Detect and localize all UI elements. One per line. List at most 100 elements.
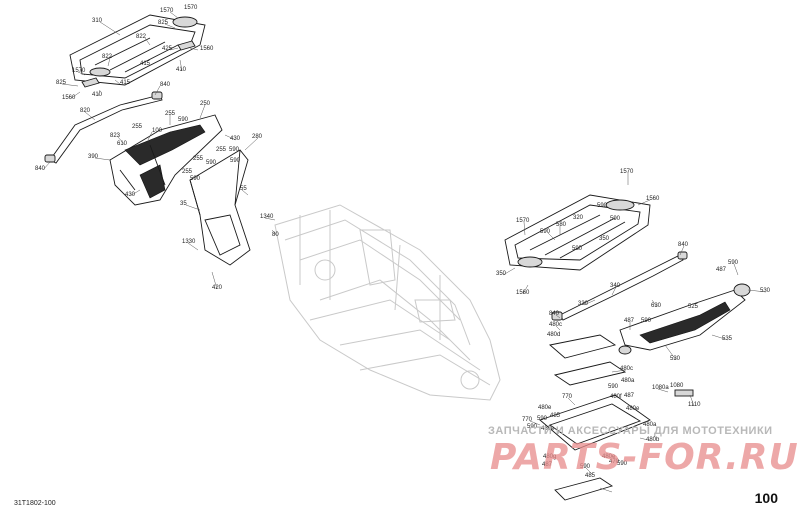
part-label: 1340	[260, 214, 274, 220]
part-label: 840	[549, 311, 560, 317]
part-label: 255	[165, 111, 176, 117]
part-label: 770	[522, 417, 533, 423]
part-label: 823	[110, 133, 121, 139]
part-label: 825	[158, 20, 169, 26]
part-label: 35	[180, 201, 187, 207]
part-label: 822	[136, 34, 147, 40]
part-label: 470	[609, 459, 620, 465]
floor-plates	[539, 334, 694, 501]
part-label: 390	[88, 154, 99, 160]
part-label: 590	[580, 464, 591, 470]
part-label: 590	[572, 246, 583, 252]
part-label: 1570	[620, 169, 634, 175]
rear-fascia	[618, 283, 751, 355]
part-label: 250	[200, 101, 211, 107]
part-label: 487	[716, 267, 727, 273]
front-lower-bracket	[189, 149, 251, 266]
part-label: 480e	[602, 454, 616, 460]
part-label: 822	[102, 54, 113, 60]
part-label: 525	[688, 304, 699, 310]
part-label: 820	[80, 108, 91, 114]
part-labels: 310 1570 825 1570 822 1560 822 425 410 4…	[35, 5, 771, 493]
part-label: 590	[617, 461, 628, 467]
part-label: 480e	[538, 405, 552, 411]
part-label: 590	[597, 203, 608, 209]
part-label: 480c	[549, 322, 562, 328]
part-label: 590	[641, 318, 652, 324]
rear-rack	[504, 194, 651, 271]
part-label: 590	[608, 384, 619, 390]
front-bumper-tube	[44, 91, 163, 164]
part-label: 310	[92, 18, 103, 24]
part-label: 480a	[643, 422, 657, 428]
part-label: 825	[56, 80, 67, 86]
part-label: 1080	[670, 383, 684, 389]
part-label: 480d	[547, 332, 560, 338]
part-label: 590	[537, 416, 548, 422]
part-label: 770	[562, 394, 573, 400]
part-label: 840	[35, 166, 46, 172]
part-label: 535	[722, 336, 733, 342]
part-label: 255	[216, 147, 227, 153]
part-label: 425	[162, 46, 173, 52]
part-label: 420	[212, 285, 223, 291]
part-label: 1080a	[652, 385, 669, 391]
diagram-reference-code: 31T1802-100	[14, 500, 56, 507]
part-label: 340	[610, 283, 621, 289]
part-label: 1570	[516, 218, 530, 224]
part-label: 1570	[72, 68, 86, 74]
part-label: 410	[92, 92, 103, 98]
part-label: 485	[550, 413, 561, 419]
part-label: 415	[140, 61, 151, 67]
part-label: 590	[178, 117, 189, 123]
part-label: 255	[132, 124, 143, 130]
part-label: 320	[573, 215, 584, 221]
part-label: 590	[610, 216, 621, 222]
part-label: 480g	[543, 454, 556, 460]
watermark-tagline: ЗАПЧАСТИ И АКСЕССУАРЫ ДЛЯ МОТОТЕХНИКИ	[488, 425, 773, 437]
part-label: 415	[120, 80, 131, 86]
part-label: 1570	[160, 8, 174, 14]
part-label: 1110	[688, 402, 701, 408]
part-label: 55	[240, 186, 247, 192]
part-label: 590	[728, 260, 739, 266]
part-label: 590	[229, 147, 240, 153]
part-label: 100	[152, 128, 163, 134]
main-frame-ghost	[274, 204, 501, 401]
part-label: 480f	[610, 394, 622, 400]
part-label: 1330	[182, 239, 196, 245]
part-label: 480c	[620, 366, 633, 372]
part-label: 480b	[646, 437, 660, 443]
part-label: 487	[542, 462, 553, 468]
front-fascia	[109, 114, 223, 206]
part-label: 840	[678, 242, 689, 248]
part-label: 1560	[200, 46, 214, 52]
part-label: 255	[182, 169, 193, 175]
part-label: 590	[206, 160, 217, 166]
watermark-logo: PARTS-FOR.RU	[490, 437, 799, 478]
part-label: 1560	[646, 196, 660, 202]
part-label: 480e	[626, 406, 640, 412]
part-label: 430	[230, 136, 241, 142]
part-label: 487	[624, 393, 635, 399]
part-label: 840	[160, 82, 171, 88]
part-label: 255	[193, 156, 204, 162]
part-label: 590	[230, 158, 241, 164]
part-label: 1560	[516, 290, 530, 296]
page-number: 100	[754, 490, 778, 506]
part-label: 480e	[541, 426, 555, 432]
part-label: 480a	[621, 378, 635, 384]
part-label: 610	[117, 141, 128, 147]
part-label: 590	[527, 424, 538, 430]
part-label: 590	[540, 229, 551, 235]
front-rack	[69, 14, 206, 88]
part-label: 350	[496, 271, 507, 277]
part-label: 430	[125, 192, 136, 198]
part-label: 487	[624, 318, 635, 324]
part-label: 330	[578, 301, 589, 307]
part-label: 350	[599, 236, 610, 242]
part-label: 410	[176, 67, 187, 73]
part-label: 280	[252, 134, 263, 140]
part-label: 485	[585, 473, 596, 479]
